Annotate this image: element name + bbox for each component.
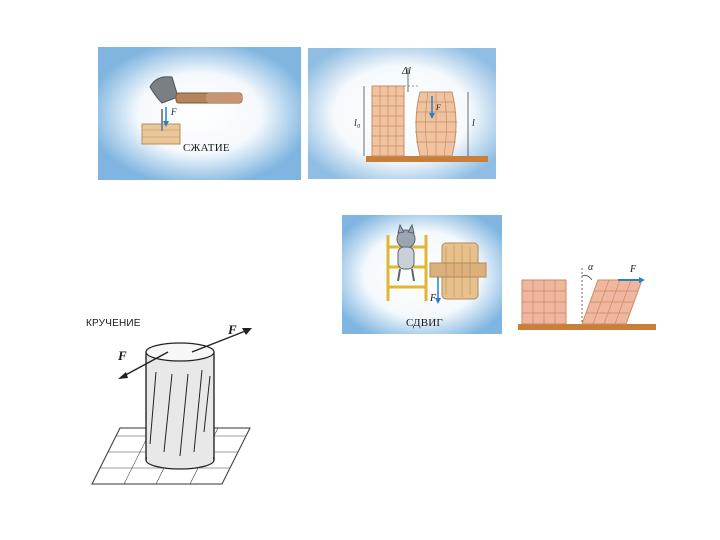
torsion-caption: КРУЧЕНИЕ xyxy=(86,318,141,329)
shear-diagram xyxy=(508,250,658,334)
compression-caption: СЖАТИЕ xyxy=(183,142,230,154)
compression-panel: F СЖАТИЕ xyxy=(98,47,301,180)
torsion-force-right: F xyxy=(228,322,237,338)
l-label: l xyxy=(472,118,475,129)
compression-illustration xyxy=(98,47,301,180)
compression-diagram-panel: Δl l₀ l F xyxy=(308,48,496,179)
shear-diagram-panel: α F xyxy=(508,250,658,334)
compression-force-label: F xyxy=(171,107,177,117)
torsion-illustration xyxy=(80,312,270,500)
torsion-panel: КРУЧЕНИЕ F F xyxy=(80,312,270,500)
shear-panel: F СДВИГ xyxy=(342,215,502,334)
shear-diagram-force: F xyxy=(630,264,636,275)
l0-label: l₀ xyxy=(354,118,361,129)
delta-l-label: Δl xyxy=(402,66,411,77)
shear-caption: СДВИГ xyxy=(406,317,443,329)
alpha-label: α xyxy=(588,262,593,273)
torsion-force-left: F xyxy=(118,348,127,364)
shear-force-label: F xyxy=(430,293,436,304)
compression-diagram-force: F xyxy=(436,103,441,112)
